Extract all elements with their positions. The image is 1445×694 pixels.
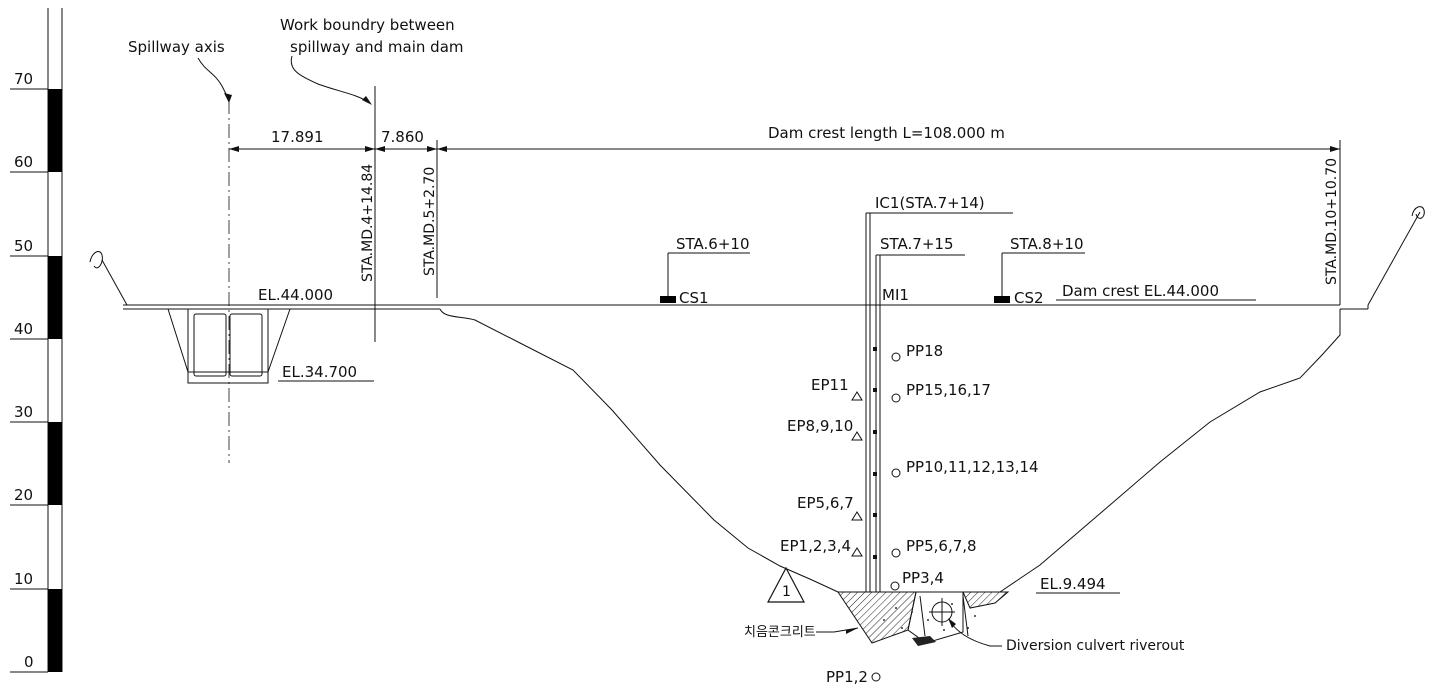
sta-8-10-label: STA.8+10: [1010, 235, 1083, 253]
el-44-label: EL.44.000: [258, 286, 333, 304]
cs1-label: CS1: [679, 289, 709, 307]
ep11-marker: [851, 391, 863, 401]
work-boundary-label-1: Work boundry between: [280, 16, 455, 34]
scale-tick-60: 60: [14, 153, 33, 171]
culvert-label: Diversion culvert riverout: [1006, 638, 1185, 654]
ep5-marker: [851, 511, 863, 521]
sta-md10-label: STA.MD.10+10.70: [1324, 158, 1340, 285]
pp5-label: PP5,6,7,8: [906, 537, 977, 555]
dim-7860: 7.860: [381, 128, 424, 146]
ic1-label: IC1(STA.7+14): [875, 194, 985, 212]
revision-number: 1: [782, 584, 791, 600]
work-boundary-label-2: spillway and main dam: [290, 38, 464, 56]
concrete-label: 치음콘크리트: [744, 625, 816, 640]
sta-md5-label: STA.MD.5+2.70: [422, 167, 438, 276]
instrument-column: IC1(STA.7+14) STA.7+15 MI1: [865, 194, 1013, 592]
scale-tick-40: 40: [14, 320, 33, 338]
dam-profile: [89, 206, 1425, 593]
pp18-marker: [891, 352, 901, 362]
scale-tick-30: 30: [14, 403, 33, 421]
pp1-label: PP1,2: [826, 668, 868, 686]
mi1-label: MI1: [882, 286, 909, 304]
dimension-line: 17.891 7.860 Dam crest length L=108.000 …: [229, 124, 1341, 305]
pp18-label: PP18: [906, 342, 943, 360]
pp15-label: PP15,16,17: [906, 381, 991, 399]
pp15-marker: [891, 393, 901, 403]
pressure-cells: EP11 EP8,9,10 EP5,6,7 EP1,2,3,4: [780, 376, 863, 557]
sta-md4-label: STA.MD.4+14.84: [360, 164, 376, 282]
scale-tick-0: 0: [24, 653, 34, 671]
pp5-marker: [891, 548, 901, 558]
spillway-structure: EL.44.000 EL.34.700: [167, 286, 374, 384]
spillway-axis-label: Spillway axis: [128, 38, 225, 56]
ep5-label: EP5,6,7: [797, 494, 854, 512]
el-34700-label: EL.34.700: [282, 363, 357, 381]
revision-triangle: [767, 566, 805, 603]
ep1-label: EP1,2,3,4: [780, 537, 851, 555]
scale-tick-10: 10: [14, 570, 33, 588]
pp10-marker: [891, 468, 901, 478]
pp10-label: PP10,11,12,13,14: [906, 458, 1039, 476]
scale-tick-70: 70: [14, 70, 33, 88]
cs2-label: CS2: [1014, 289, 1044, 307]
ep11-label: EP11: [811, 376, 849, 394]
sta-6-10-label: STA.6+10: [676, 235, 749, 253]
pp3-marker: [890, 581, 900, 591]
pp1-marker: [871, 672, 881, 682]
spillway-annotations: Spillway axis Work boundry between spill…: [128, 16, 464, 463]
scale-tick-20: 20: [14, 486, 33, 504]
base-structure: 1 치음콘크리트 Diversion culvert riverout EL.9…: [744, 566, 1185, 654]
el-9494-label: EL.9.494: [1040, 575, 1106, 593]
piezometers: PP18 PP15,16,17 PP10,11,12,13,14 PP5,6,7…: [826, 342, 1039, 686]
sta-7-15-label: STA.7+15: [880, 235, 953, 253]
ep8-marker: [851, 431, 863, 441]
station-markers: STA.6+10 CS1 STA.8+10 CS2 Dam crest EL.4…: [660, 235, 1256, 307]
elevation-scale: 70 60 50 40 30 20 10 0: [10, 8, 63, 673]
pp3-label: PP3,4: [902, 569, 944, 587]
ep1-marker: [851, 547, 863, 557]
dim-17891: 17.891: [271, 128, 324, 146]
ep8-label: EP8,9,10: [787, 417, 853, 435]
crest-length-label: Dam crest length L=108.000 m: [768, 124, 1005, 142]
scale-tick-50: 50: [14, 237, 33, 255]
crest-el-label: Dam crest EL.44.000: [1062, 282, 1219, 300]
